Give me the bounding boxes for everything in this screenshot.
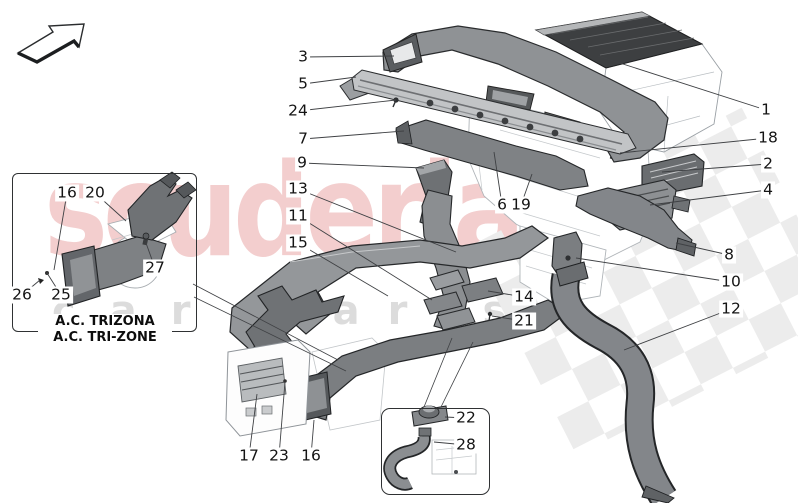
reference-line [423, 337, 453, 408]
callout-label-16: 16 [55, 183, 79, 202]
leader-line [302, 55, 395, 58]
callout-label-10: 10 [719, 272, 743, 291]
callout-label-18: 18 [756, 128, 780, 147]
checkered-watermark [469, 107, 798, 456]
callout-label-11: 11 [286, 206, 310, 225]
leader-line [297, 99, 397, 112]
callout-label-28: 28 [454, 435, 478, 454]
callout-label-2: 2 [761, 154, 775, 173]
inset-caption-line2: A.C. TRI-ZONE [38, 330, 172, 345]
callout-label-6: 6 [495, 195, 509, 214]
leader-line [302, 76, 357, 85]
callout-label-24: 24 [286, 101, 310, 120]
inset-caption-line1: A.C. TRIZONA [38, 314, 172, 329]
callout-label-22: 22 [454, 408, 478, 427]
part-inset-sensor-hose-group [383, 405, 477, 491]
leader-line [623, 308, 732, 351]
part-demister-duct [382, 25, 669, 163]
callout-label-19: 19 [509, 195, 533, 214]
reference-line [193, 296, 347, 372]
callout-label-12: 12 [719, 299, 743, 318]
callout-label-25: 25 [49, 285, 73, 304]
leader-line [493, 151, 503, 206]
callout-label-7: 7 [296, 129, 310, 148]
callout-label-5: 5 [296, 74, 310, 93]
part-crossbeam-rail [339, 69, 637, 155]
callout-label-4: 4 [761, 180, 775, 199]
callout-label-8: 8 [722, 245, 736, 264]
part-adapter-cluster [423, 269, 504, 331]
callout-label-17: 17 [237, 446, 261, 465]
leader-line [297, 188, 457, 253]
leader-line [248, 393, 258, 457]
callout-label-13: 13 [286, 179, 310, 198]
callout-label-1: 1 [759, 100, 773, 119]
part-console-vent-17 [225, 339, 311, 437]
callout-label-15: 15 [286, 233, 310, 252]
inset-box-sensor-hose [381, 408, 490, 495]
leader-line [297, 215, 433, 301]
part-duct-8 [575, 187, 697, 257]
reference-line [192, 283, 339, 361]
callout-label-27: 27 [143, 258, 167, 277]
leader-line [597, 55, 767, 111]
callout-label-3: 3 [296, 47, 310, 66]
leader-line [649, 189, 769, 206]
leader-line [661, 163, 769, 173]
direction-arrow-icon [16, 23, 85, 64]
reference-line [440, 341, 474, 408]
leader-line [53, 192, 68, 271]
leader-line [301, 162, 425, 169]
leader-line [675, 242, 730, 256]
leader-line [302, 130, 405, 140]
callout-label-16: 16 [299, 446, 323, 465]
leader-line [278, 381, 286, 457]
leader-line [575, 257, 732, 283]
callout-label-9: 9 [295, 153, 309, 172]
callout-label-14: 14 [512, 287, 536, 306]
leader-line [297, 242, 389, 297]
leader-line [619, 137, 769, 154]
part-center-duct-7 [395, 119, 589, 191]
callout-label-23: 23 [267, 446, 291, 465]
callout-label-20: 20 [83, 183, 107, 202]
callout-label-26: 26 [10, 285, 34, 304]
part-s-duct-12 [550, 261, 677, 503]
callout-label-21: 21 [512, 311, 536, 330]
